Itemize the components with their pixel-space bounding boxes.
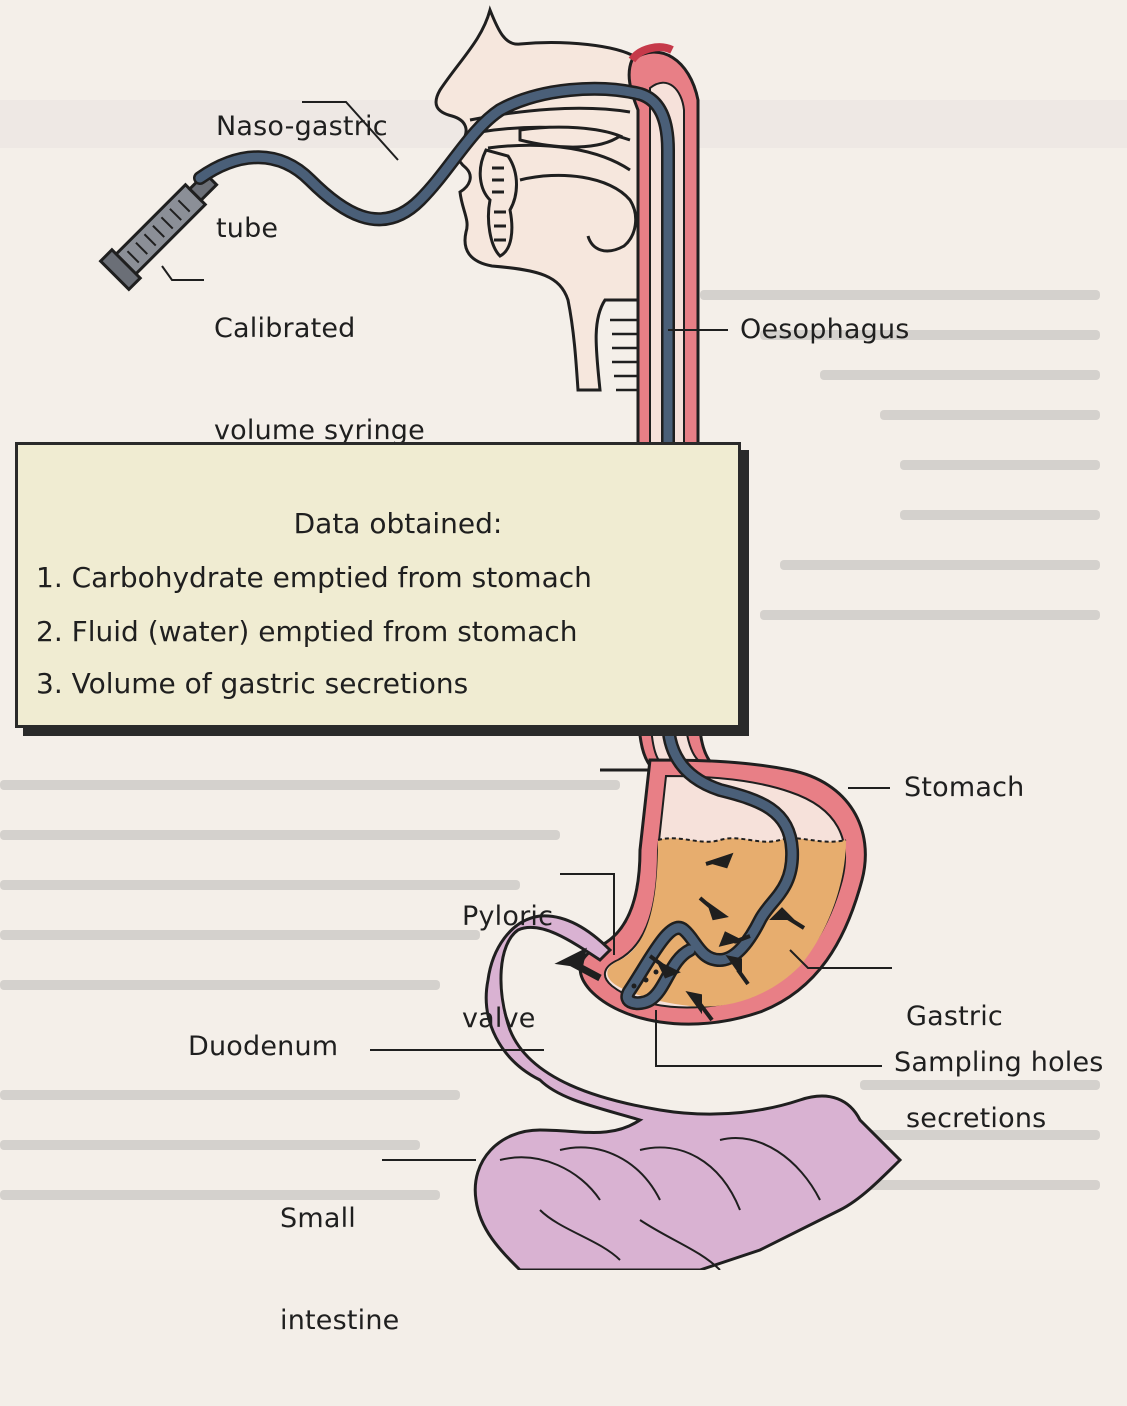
data-box-title: Data obtained: xyxy=(18,507,738,540)
label-sampling-holes: Sampling holes xyxy=(894,1046,1104,1080)
label-line: Pyloric xyxy=(462,900,553,934)
label-pyloric-valve: Pyloric valve xyxy=(462,832,553,1104)
label-line: Small xyxy=(280,1202,400,1236)
data-item-3: 3. Volume of gastric secretions xyxy=(36,667,468,700)
data-item-1: 1. Carbohydrate emptied from stomach xyxy=(36,561,592,594)
data-obtained-box: Data obtained: 1. Carbohydrate emptied f… xyxy=(15,442,741,728)
label-line: secretions xyxy=(906,1102,1046,1136)
label-line: intestine xyxy=(280,1304,400,1338)
diagram-canvas: Naso-gastric tube Calibrated volume syri… xyxy=(0,0,1127,1270)
label-small-intestine: Small intestine xyxy=(280,1134,400,1406)
label-line: tube xyxy=(216,212,388,246)
data-item-2: 2. Fluid (water) emptied from stomach xyxy=(36,615,578,648)
label-oesophagus: Oesophagus xyxy=(740,313,910,347)
label-line: Gastric xyxy=(906,1000,1046,1034)
label-line: valve xyxy=(462,1002,553,1036)
label-stomach: Stomach xyxy=(904,771,1024,805)
label-line: Calibrated xyxy=(214,312,425,346)
label-line: Naso-gastric xyxy=(216,110,388,144)
label-duodenum: Duodenum xyxy=(188,1030,338,1064)
